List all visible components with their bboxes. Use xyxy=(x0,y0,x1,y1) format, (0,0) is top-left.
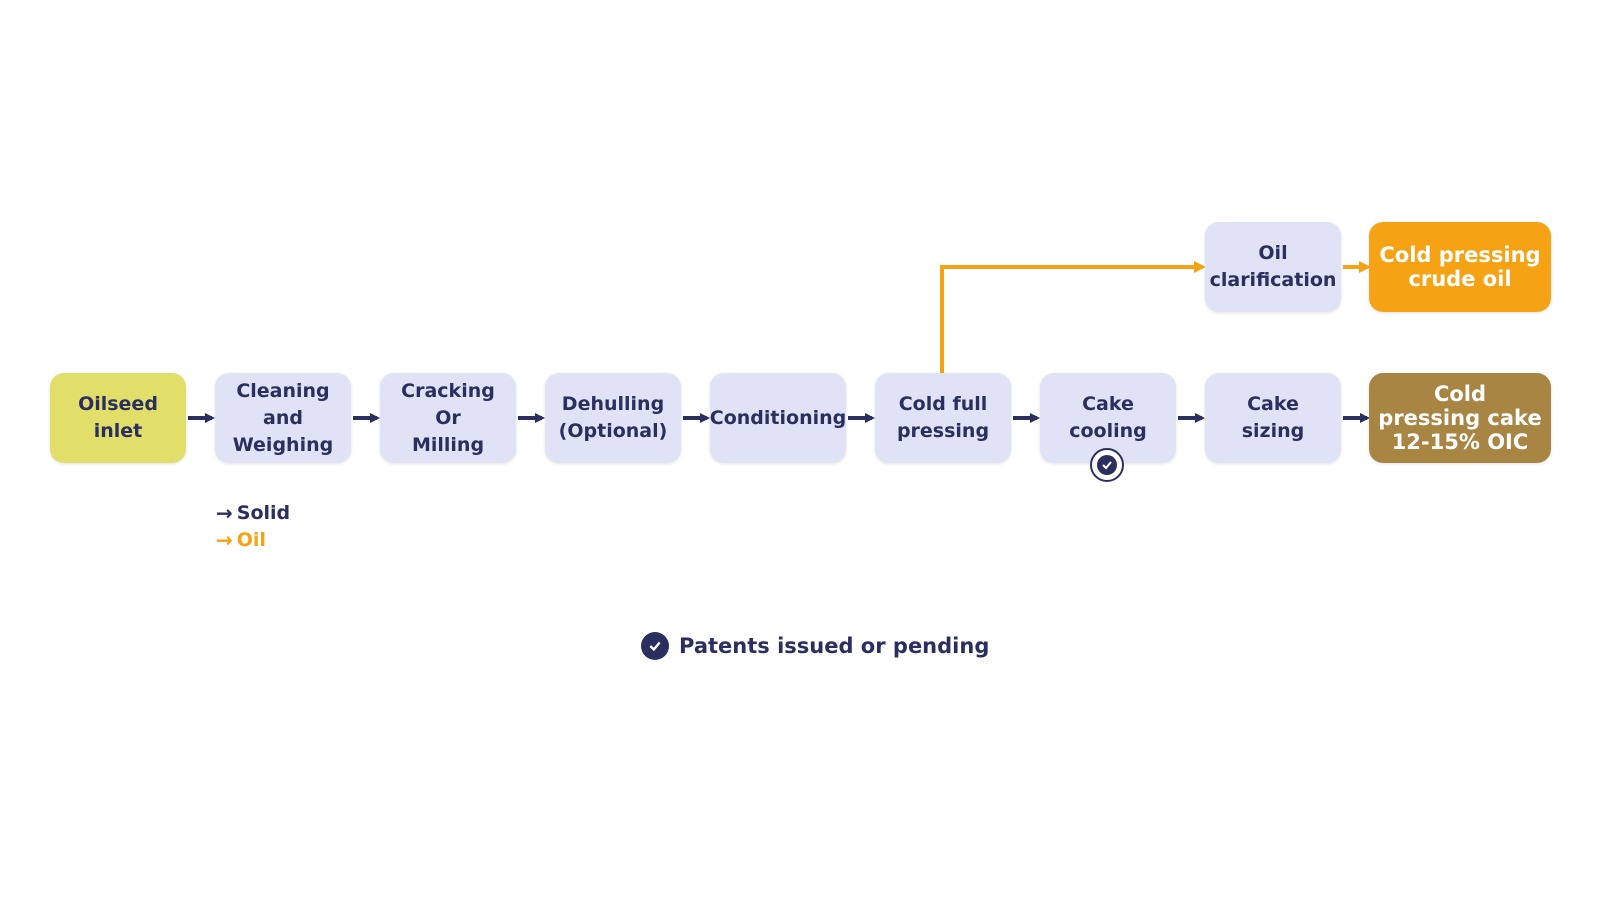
node-label: Conditioning xyxy=(709,406,847,429)
node-cleaning-weighing: Cleaning and Weighing xyxy=(215,373,351,463)
node-dehulling: Dehulling (Optional) xyxy=(545,373,681,463)
node-oilseed-inlet: Oilseed inlet xyxy=(50,373,186,463)
patent-note: Patents issued or pending xyxy=(641,632,989,660)
node-oil-clarification: Oil clarification xyxy=(1205,222,1341,312)
node-label: Cake sizing xyxy=(1241,393,1305,442)
node-cake-sizing: Cake sizing xyxy=(1205,373,1341,463)
node-label: Cracking Or Milling xyxy=(401,379,495,456)
node-label: Cake cooling xyxy=(1069,393,1147,442)
node-label: Cold pressing crude oil xyxy=(1379,243,1541,291)
node-conditioning: Conditioning xyxy=(710,373,846,463)
node-label: Cold full pressing xyxy=(896,393,990,442)
node-cracking-milling: Cracking Or Milling xyxy=(380,373,516,463)
node-cold-full-pressing: Cold full pressing xyxy=(875,373,1011,463)
legend-oil: → Oil xyxy=(216,529,266,551)
node-cold-pressing-crude-oil: Cold pressing crude oil xyxy=(1369,222,1551,312)
node-label: Oil clarification xyxy=(1209,242,1337,291)
patent-badge-icon xyxy=(1090,448,1124,482)
check-icon xyxy=(1102,461,1112,470)
node-label: Oilseed inlet xyxy=(78,393,158,442)
legend-solid: → Solid xyxy=(216,502,290,524)
arrow-right-icon: → xyxy=(216,528,233,552)
legend-solid-label: Solid xyxy=(236,502,291,524)
node-label: Cleaning and Weighing xyxy=(232,379,334,456)
check-badge-icon xyxy=(641,632,669,660)
legend-oil-label: Oil xyxy=(236,529,266,551)
arrow-pressing-to-clarification xyxy=(940,261,1206,373)
node-label: Cold pressing cake 12-15% OIC xyxy=(1378,382,1542,454)
node-label: Dehulling (Optional) xyxy=(558,393,668,442)
oil-arrows xyxy=(940,261,1371,373)
patent-note-text: Patents issued or pending xyxy=(679,634,990,658)
arrow-right-icon: → xyxy=(216,501,233,525)
node-cold-pressing-cake: Cold pressing cake 12-15% OIC xyxy=(1369,373,1551,463)
